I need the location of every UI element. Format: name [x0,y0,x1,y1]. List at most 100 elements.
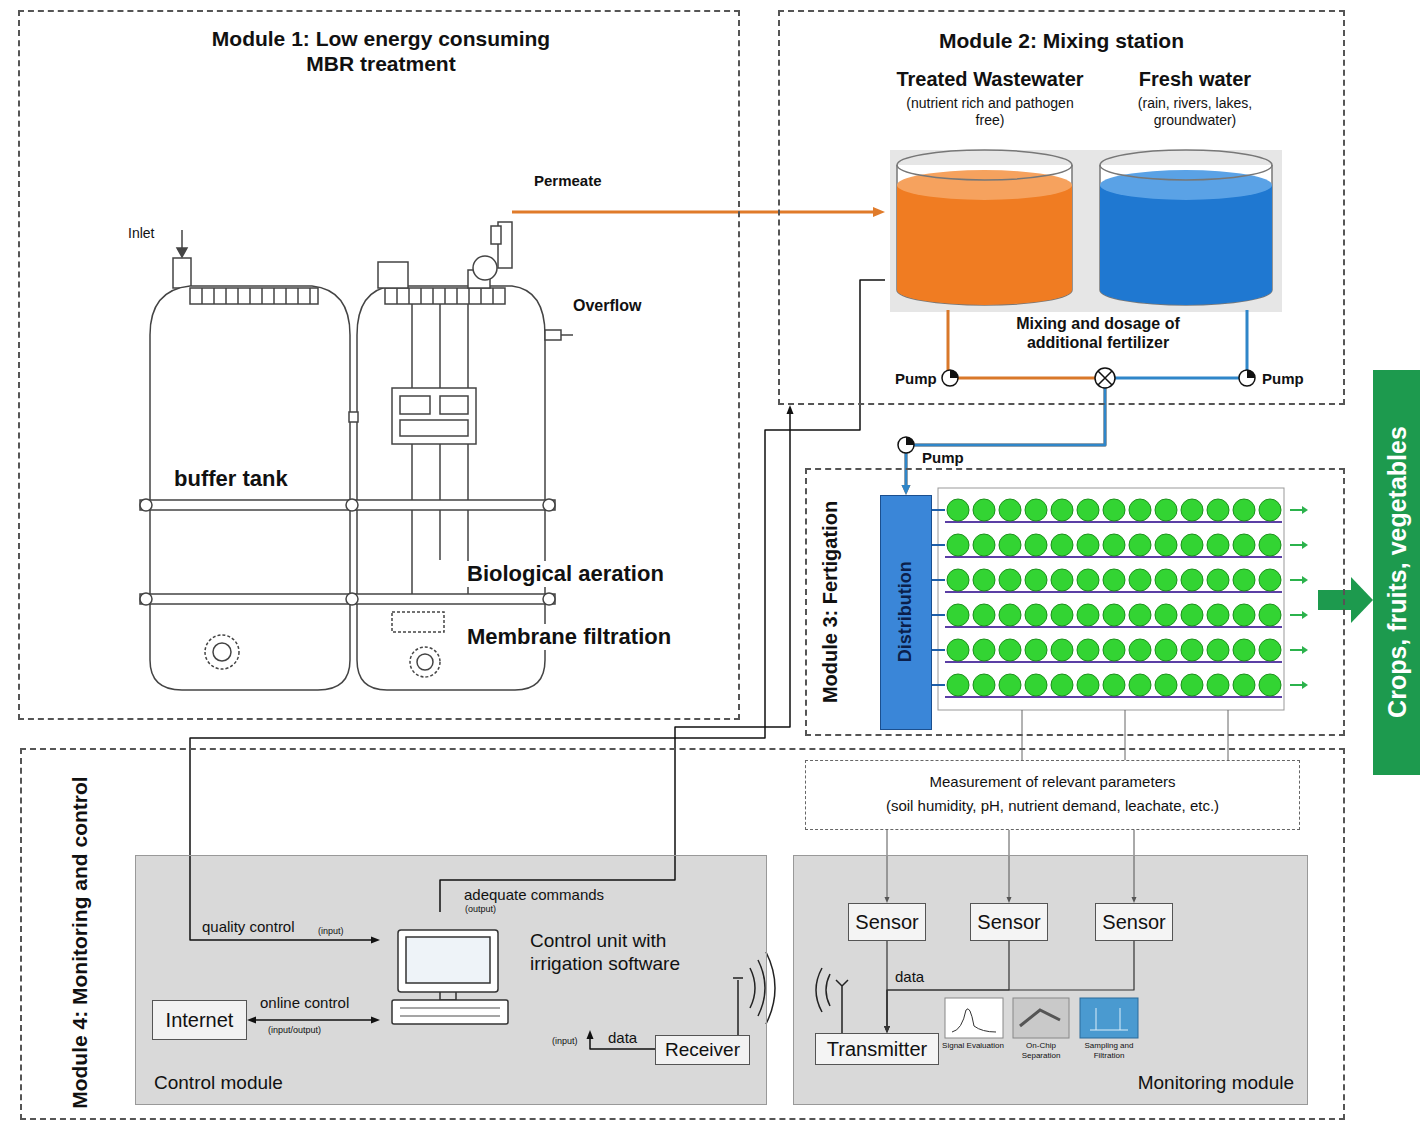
fresh-water-tank [1100,170,1272,200]
mixing-valve [1098,371,1112,385]
monitoring-icons [1090,1008,1128,1030]
mbr-unit-drawing [543,593,555,605]
mbr-unit-drawing [140,222,573,690]
mbr-unit-drawing [392,388,476,444]
sensor-box: Sensor [848,903,926,941]
module-region: Module 1: Low energy consuming MBR treat… [18,10,740,720]
arrow-head [902,485,911,495]
port-label: Inlet [128,225,154,242]
part-label: Membrane filtration [465,624,673,650]
monitoring-icons [1013,998,1069,1038]
connector [884,941,1009,1033]
treated-water-tank [897,150,1072,305]
transmitter-box: Transmitter [815,1033,939,1065]
mbr-unit-drawing [213,643,231,661]
transmitter-box-fill [815,1033,939,1065]
node-title: Monitoring module [1084,1072,1294,1095]
connector-label: data [606,1029,639,1047]
module-region: Module 3: FertigationDistribution [805,468,1345,736]
computer-icon [400,1008,500,1016]
connector-line [440,413,790,912]
node-title: Module 1: Low energy consuming MBR treat… [201,26,561,76]
connector [587,1030,656,1049]
arrow-head [787,405,794,414]
field-drawing [1318,590,1352,610]
treated-water-tank [897,150,1072,180]
connector-line [190,280,885,940]
internet-box: Internet [152,1000,247,1040]
mbr-unit-drawing [561,334,573,336]
monitoring-icons [952,1009,996,1032]
monitoring-panel: Monitoring moduleSensorSensorSensorTrans… [793,855,1308,1105]
arrow-head [1351,577,1373,623]
connector [740,207,885,217]
connector [440,405,794,912]
pump-label: Pump [895,370,937,388]
tank: Treated Wastewater (nutrient rich and pat… [885,65,1095,310]
node-subtitle: (rain, rivers, lakes, groundwater) [1120,95,1270,129]
node-title: Treated Wastewater [885,67,1095,91]
mbr-unit-drawing [491,226,501,244]
pump-symbol [1247,370,1255,378]
mbr-unit-drawing [543,499,555,511]
tank: Fresh water(rain, rivers, lakes, groundw… [1100,65,1290,310]
io-tag: (input) [318,926,344,937]
mbr-unit-drawing [440,396,468,414]
mbr-unit-drawing [417,654,433,670]
connector-line [740,211,874,214]
mbr-unit-drawing [392,612,444,632]
arrow-head [371,1017,380,1024]
pump-label: Pump [1262,370,1304,388]
mbr-unit-drawing [473,256,497,280]
node-title: Sensor [849,910,925,934]
io-tag: (input/output) [268,1025,321,1036]
fresh-water-tank [1100,150,1272,180]
node-title: Distribution [895,502,917,722]
treated-water-tank [897,185,1072,305]
connector [885,830,890,903]
arrow-head [587,1030,594,1039]
mbr-unit-drawing [177,248,187,257]
monitoring-icons [945,998,1138,1038]
icon-caption: Sampling and Filtration [1076,1041,1142,1060]
arrow-head [884,1026,890,1033]
node-title: Transmitter [816,1037,938,1061]
wireless-waves [836,980,848,1033]
mixing-valve [1095,368,1115,388]
field-drawing [932,488,1352,760]
mbr-unit-drawing [400,396,430,414]
node-title: Crops, fruits, vegetables [1381,375,1411,770]
control-panel: Control moduleControl unit with irrigati… [135,855,767,1105]
computer-icon [406,937,490,983]
field-drawing [938,488,1284,710]
node-subtitle: (nutrient rich and pathogen free) [905,95,1075,129]
output-bar-fill [1373,370,1420,775]
connector-label: quality control [200,918,297,936]
mbr-unit-drawing [378,262,408,288]
node-title: Receiver [656,1039,749,1062]
pump-symbol [898,437,914,453]
wireless-waves [750,952,775,1024]
node-title: Module 4: Monitoring and control [67,772,92,1112]
node-title: Sensor [971,910,1047,934]
mbr-unit-drawing [205,635,239,669]
control-unit: Control unit with irrigation software [380,912,720,1030]
field-drawing [945,497,1283,707]
mbr-unit-drawing [346,499,358,511]
pump-symbol [1239,370,1255,386]
computer-icon [398,930,498,992]
connector [1345,577,1373,623]
pump-symbol [942,370,958,386]
pump-symbol [950,370,958,378]
connector [1132,830,1137,903]
monitoring-panel-fill [793,855,1308,1105]
field-drawing [1302,506,1308,689]
icon-caption: Signal Evaluation [940,1041,1006,1051]
connector [247,1017,380,1024]
port-label: Overflow [573,296,641,315]
computer-icon [440,992,456,1000]
sensor-box-fill [848,903,926,941]
